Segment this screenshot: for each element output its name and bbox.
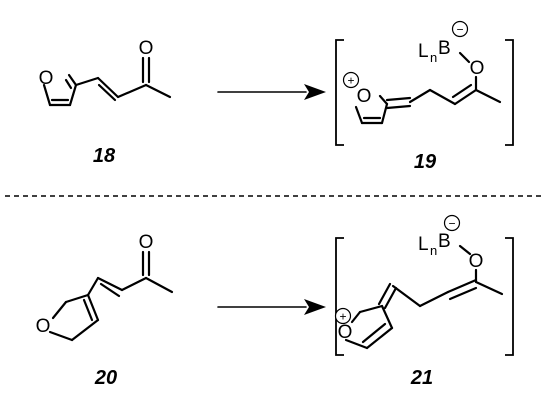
atom-oxygen: O xyxy=(36,316,51,337)
compound-20-structure: O O xyxy=(36,232,174,342)
ligand-subscript-n: n xyxy=(430,243,437,258)
ligand-L: L xyxy=(418,41,429,62)
ligand-L: L xyxy=(418,234,429,255)
atom-oxygen: O xyxy=(39,68,54,89)
atom-oxygen: O xyxy=(139,38,154,59)
compound-label-21: 21 xyxy=(410,367,433,389)
ligand-subscript-n: n xyxy=(430,50,437,65)
reaction-arrow xyxy=(217,299,326,315)
positive-charge: + xyxy=(347,74,354,88)
atom-oxygen: O xyxy=(357,86,372,107)
atom-oxygen: O xyxy=(139,232,154,253)
compound-label-19: 19 xyxy=(414,151,437,173)
negative-charge: − xyxy=(448,217,455,231)
compound-19-structure: O + O L n B − xyxy=(335,20,514,146)
compound-21-structure: O + O L n B − xyxy=(334,214,514,356)
atom-boron: B xyxy=(438,231,451,252)
compound-label-18: 18 xyxy=(93,145,116,167)
atom-oxygen: O xyxy=(338,322,353,343)
positive-charge: + xyxy=(339,310,346,324)
atom-oxygen: O xyxy=(469,251,484,272)
compound-18-structure: O O xyxy=(39,38,172,107)
negative-charge: − xyxy=(456,23,463,37)
atom-oxygen: O xyxy=(470,58,485,79)
atom-boron: B xyxy=(438,38,451,59)
reaction-arrow xyxy=(217,84,326,100)
compound-label-20: 20 xyxy=(94,367,117,389)
